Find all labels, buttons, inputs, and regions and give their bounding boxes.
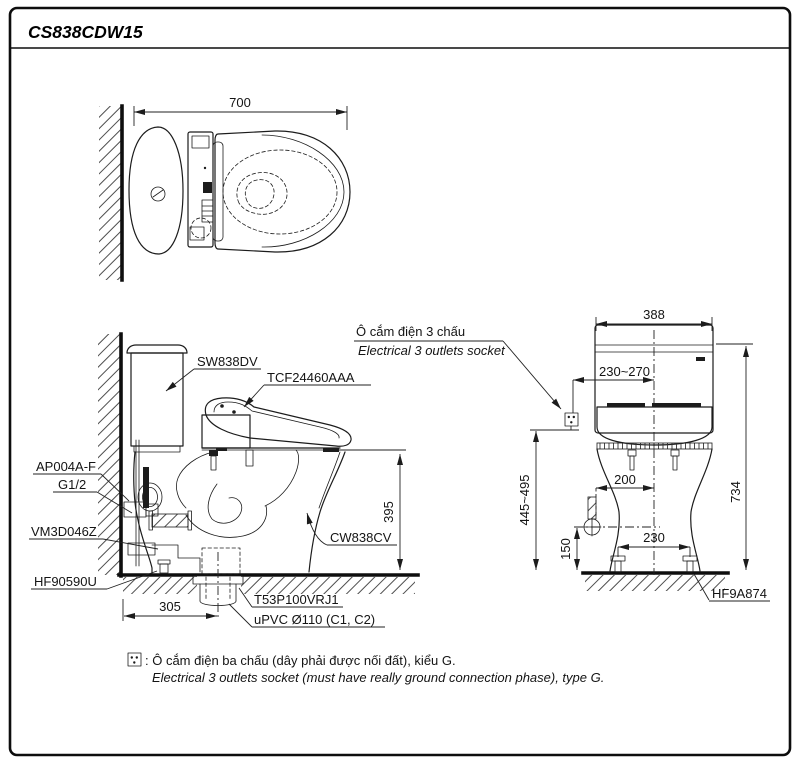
- dim-734: 734: [728, 481, 743, 503]
- socket-callout-en: Electrical 3 outlets socket: [358, 343, 506, 358]
- legend-en: Electrical 3 outlets socket (must have r…: [152, 670, 604, 685]
- dim-700: 700: [229, 95, 251, 110]
- label-g1-2: G1/2: [58, 477, 86, 492]
- dim-395-lines: [338, 449, 406, 570]
- dim-305-lines: [122, 599, 217, 621]
- legend-vi: : Ô cắm điện ba chấu (dây phải được nối …: [145, 653, 456, 668]
- dim-388: 388: [643, 307, 665, 322]
- dim-395: 395: [381, 501, 396, 523]
- sheet-frame: [8, 6, 792, 757]
- power-socket-icon: [564, 412, 579, 430]
- supply-valve: [574, 496, 660, 537]
- dim-200: 200: [614, 472, 636, 487]
- top-view: 700: [99, 95, 351, 282]
- dim-305: 305: [159, 599, 181, 614]
- floor-hatch-side: [123, 577, 415, 594]
- label-sw838dv: SW838DV: [197, 354, 258, 369]
- label-cw838cv: CW838CV: [330, 530, 392, 545]
- dim-230-lines: [617, 544, 691, 557]
- label-t53p100vrj1: T53P100VRJ1: [254, 592, 339, 607]
- label-hf90590u: HF90590U: [34, 574, 97, 589]
- label-vm3d046z: VM3D046Z: [31, 524, 97, 539]
- wall-hatch-side: [98, 334, 121, 575]
- dim-445-495: 445~495: [517, 475, 532, 526]
- dim-230: 230: [643, 530, 665, 545]
- front-view: 388 230~270 445~495 734 200: [517, 307, 770, 602]
- floor-bolts: [610, 555, 698, 573]
- dim-150: 150: [558, 538, 573, 560]
- floor-hatch-front: [585, 575, 725, 591]
- label-ap004a-f: AP004A-F: [36, 459, 96, 474]
- page-title: CS838CDW15: [28, 22, 143, 42]
- socket-callout-vi: Ô cắm điện 3 chấu: [356, 324, 465, 339]
- legend: : Ô cắm điện ba chấu (dây phải được nối …: [127, 652, 604, 685]
- wall-hatch: [99, 106, 122, 280]
- label-hf9a874: HF9A874: [712, 586, 767, 601]
- label-upvc: uPVC Ø110 (C1, C2): [254, 612, 375, 627]
- rim-band: [596, 442, 713, 450]
- dim-445-495-lines: [530, 429, 579, 570]
- logo-mark: [696, 357, 705, 361]
- socket-callout: Ô cắm điện 3 chấu Electrical 3 outlets s…: [354, 324, 562, 410]
- dim-230-270-lines: [572, 377, 654, 413]
- label-tcf24460aaa: TCF24460AAA: [267, 370, 355, 385]
- dim-700-lines: [133, 106, 348, 130]
- side-view: 395 305 SW838DV TCF24460AAA AP004A-F G1/…: [29, 332, 420, 628]
- dim-734-lines: [716, 343, 753, 570]
- power-socket-legend-icon: [127, 652, 142, 667]
- dim-388-lines: [595, 317, 713, 331]
- dim-230-270: 230~270: [599, 364, 650, 379]
